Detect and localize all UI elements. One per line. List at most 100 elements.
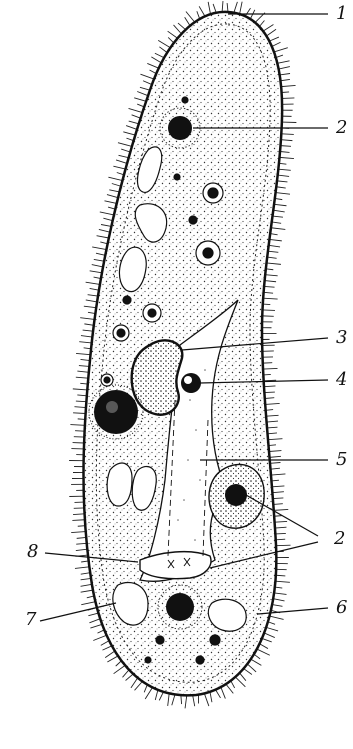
cilium	[79, 342, 91, 343]
cilium	[276, 193, 290, 195]
cilium	[79, 366, 89, 367]
cilium	[94, 259, 104, 261]
cilium	[158, 40, 170, 47]
cilium	[123, 132, 135, 135]
cilium	[168, 693, 169, 706]
cilium	[278, 169, 290, 170]
cilium	[240, 673, 246, 681]
cilium	[75, 431, 84, 432]
cilium	[276, 187, 285, 188]
cilium	[118, 143, 132, 147]
cilium	[221, 687, 226, 699]
cilium	[269, 37, 279, 41]
cilium	[90, 288, 99, 290]
cilium	[185, 17, 190, 26]
cilium	[280, 79, 289, 80]
cilium	[267, 257, 276, 258]
cilium	[266, 263, 280, 264]
micronucleus-highlight	[184, 376, 192, 384]
cilium	[266, 415, 278, 416]
cilium	[71, 532, 85, 533]
cilium	[273, 498, 283, 499]
cilium	[268, 433, 277, 434]
cilium	[74, 407, 85, 408]
cilium	[234, 2, 238, 13]
cilium	[276, 539, 285, 540]
cilium	[274, 48, 288, 52]
cilium	[129, 108, 143, 112]
cilium	[178, 23, 186, 30]
cilium	[275, 527, 286, 528]
cilium	[155, 690, 158, 700]
cilium	[76, 377, 88, 378]
cilium	[281, 140, 292, 141]
cilium	[90, 271, 102, 273]
cilium	[76, 353, 90, 354]
cilium	[215, 690, 220, 698]
cilium	[172, 694, 175, 705]
cilium	[76, 543, 86, 544]
cilium	[100, 212, 114, 215]
cilium	[240, 2, 243, 14]
cilium	[274, 593, 286, 595]
cilium	[155, 53, 164, 57]
cilium	[151, 57, 161, 63]
cilium	[264, 292, 273, 293]
cilium	[213, 4, 216, 13]
cilium	[278, 175, 289, 176]
micronucleus	[181, 373, 201, 393]
cilium	[280, 157, 294, 158]
cilium	[245, 8, 250, 16]
cilium	[88, 295, 98, 296]
cilium	[73, 514, 84, 515]
cilium	[81, 336, 92, 338]
cilium	[193, 695, 195, 706]
cilium	[272, 486, 284, 487]
cilium	[227, 3, 228, 12]
cilium	[77, 537, 86, 538]
cytostome	[140, 552, 211, 579]
cilium	[84, 306, 96, 308]
cilium	[275, 533, 285, 534]
cilium	[265, 281, 276, 282]
cilium	[86, 300, 97, 302]
cilium	[279, 163, 286, 164]
cilium	[185, 695, 187, 708]
food-vacuole-right	[209, 464, 264, 528]
cilium	[263, 368, 277, 369]
cilium	[140, 87, 150, 90]
cilium	[77, 395, 86, 396]
cilium	[137, 91, 148, 95]
cilium	[281, 85, 295, 86]
cilium	[279, 67, 290, 69]
cilium	[222, 1, 223, 12]
cilium	[114, 665, 125, 673]
cilium	[72, 520, 84, 521]
cilium	[174, 25, 182, 34]
cilium	[126, 126, 137, 130]
cilium	[108, 177, 122, 180]
cilium	[89, 619, 100, 623]
cilium	[135, 681, 143, 690]
label-5: 5	[336, 451, 347, 469]
cilium	[76, 401, 86, 402]
cilium	[159, 692, 163, 701]
cilium	[112, 184, 121, 187]
cilium	[109, 190, 119, 192]
cilium	[143, 81, 152, 85]
cilium	[277, 61, 289, 64]
cilium	[70, 425, 84, 426]
cilium	[81, 584, 92, 586]
cilium	[251, 659, 262, 665]
label-7: 7	[25, 611, 36, 629]
cilium	[262, 638, 272, 642]
cilium	[270, 616, 284, 619]
cilium	[276, 545, 290, 546]
cilium	[271, 474, 285, 475]
cilium	[107, 656, 118, 662]
cilium	[81, 578, 91, 579]
cilium	[93, 635, 106, 640]
spiky-vacuole	[89, 385, 143, 439]
